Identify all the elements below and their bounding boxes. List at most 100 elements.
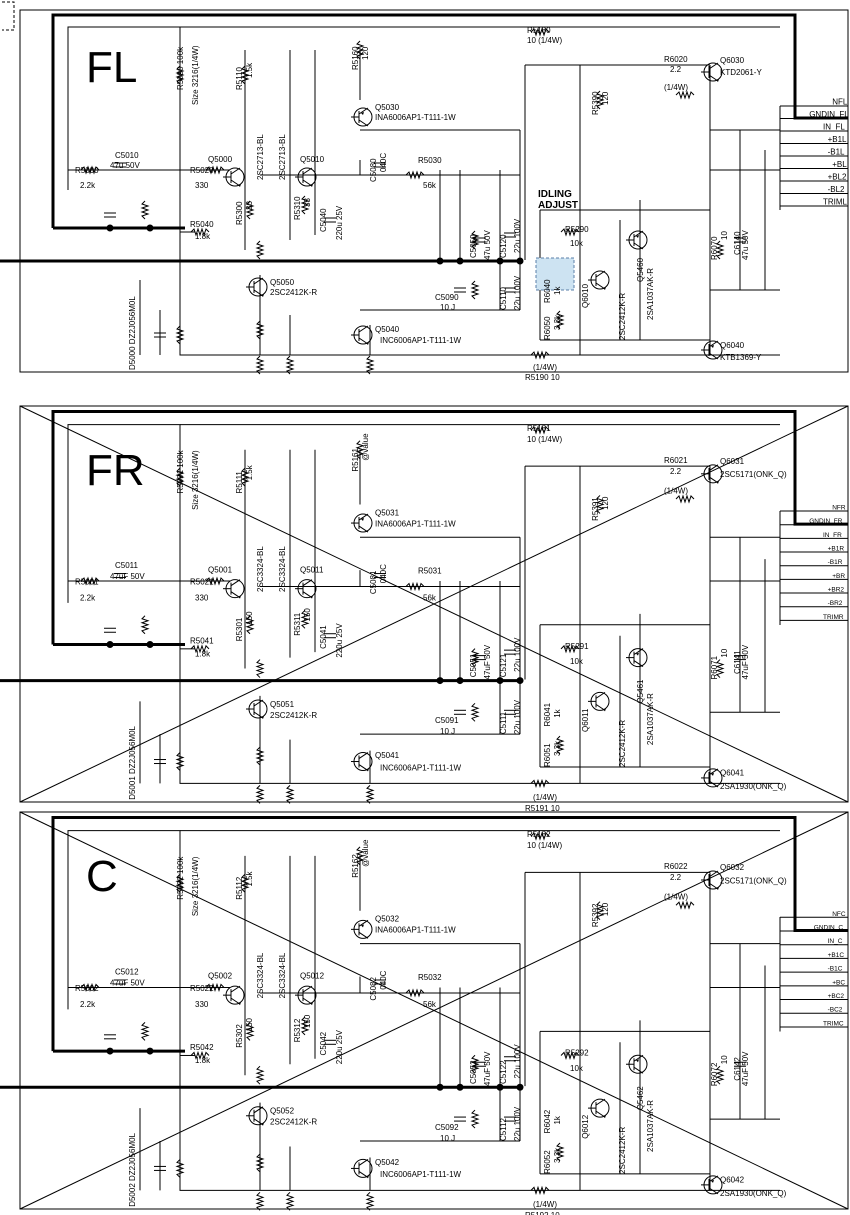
c-in-value: 47uF 50V [110,978,145,987]
c5080-ref: C5082 [369,977,378,1001]
resistor-symbol [255,659,265,678]
resistor-symbol [595,495,605,514]
capacitor-symbol [734,1061,746,1067]
transistor-symbol [701,464,723,484]
r-bot-ref: R5190 10 [525,373,560,382]
transistor-symbol [588,691,610,712]
q-in2-ref: Q5010 [300,155,325,164]
c5120-ref: C5121 [499,653,508,677]
r-top-ref: R5182 [527,830,551,839]
wire [67,26,780,356]
r-4-value: 1.8k [195,232,211,241]
resistor-symbol [405,581,425,592]
wire [230,167,241,175]
connector-label-gndin_c: GNDIN_C [814,924,844,931]
transistor-symbol [351,107,373,127]
r-fb-ref: R5032 [418,973,442,982]
transistor-symbol [588,1098,610,1119]
channel-panel-fl: FLNFLGNDIN_FLIN_FL+B1L-B1L+BL+BL2-BL2TRI… [0,9,849,382]
connector-label--b1l: -B1L [828,148,845,157]
wire [302,985,313,993]
resistor-symbol [240,65,250,85]
resistor-symbol [255,746,265,766]
r-vr-ref: R6051 [543,743,552,767]
q-bias-ref: Q6011 [581,708,590,732]
transistor-symbol [701,1175,723,1195]
emitter-arrow [361,518,364,522]
junction-dot [436,257,444,265]
r-b-value: 330 [195,1000,209,1009]
junction-dot [146,640,154,648]
capacitor-symbol [454,1116,466,1122]
q-bias-value: 2SC2412K-R [618,293,627,340]
resistor-symbol [80,982,100,993]
q-in-ref: Q5002 [208,972,233,981]
idling-adjust-highlight[interactable] [535,257,575,291]
q-cs-value: 2SC2412K-R [270,1118,317,1127]
connector-label-+bc2: +BC2 [828,993,845,1000]
emitter-arrow [603,708,606,712]
r-4-ref: R5042 [190,1043,214,1052]
q-cur-ref: Q5040 [375,325,400,334]
r-4-value: 1.8k [195,650,211,659]
transistor-symbol [223,579,245,599]
emitter-arrow [361,924,364,928]
emitter-arrow [366,768,369,772]
wire [708,62,719,70]
capacitor-symbol [504,1056,516,1062]
emitter-arrow [261,294,264,297]
emitter-arrow [603,1115,606,1119]
q-out1-value: 2SC5171(ONK_Q) [720,876,787,885]
wire [595,270,606,278]
q-in-ref: Q5000 [208,155,233,164]
junction-dot [496,257,504,265]
c5040-ref: C5040 [319,208,328,232]
q-out2-ref: Q6042 [720,1176,745,1185]
connector-label--b1r: -B1R [828,559,843,566]
r5390-ref: R5391 [591,497,600,521]
c5050-value: 47u 50V [483,230,492,260]
transistor-symbol [295,579,317,599]
q-cur-ref: Q5042 [375,1158,400,1167]
r5110-ref: R5111 [235,471,244,494]
c5050-ref: C5051 [469,653,478,677]
q-out1-value: KTD2061-Y [720,68,762,77]
resistor-symbol [140,1021,150,1041]
connector-label-nfc: NFC [832,911,846,918]
wire [358,931,369,939]
r-top-ref: R5181 [527,424,551,433]
c5040-value: 220u 25V [335,205,344,240]
vr-ref: R6040 [543,279,552,303]
r5160-ref: R5162 [351,854,360,878]
c5110-ref: C5111 [499,711,508,734]
wire [51,815,848,1052]
capacitor-symbol [504,287,516,293]
q-cur-value: INC6006AP1-T111-1W [380,763,462,772]
t2-label: 2SC3324-BL [278,952,287,998]
t1-label: 2SC3324-BL [256,546,265,592]
resistor-symbol [245,1021,255,1041]
capacitor-symbol [504,709,516,715]
emitter-arrow [636,235,639,238]
r5160-ref: R5160 [351,46,360,70]
c5120-value: 22u 100V [513,218,522,253]
wire [19,811,849,1210]
r5390-ref: R5392 [591,903,600,927]
q-drv-value: INA6006AP1-T111-1W [375,519,456,528]
vr-value: 1k [553,1115,562,1124]
wire [358,513,369,521]
connector-label-nfr: NFR [832,505,846,512]
r5310-ref: R5312 [293,1018,302,1042]
q-drv-value: INA6006AP1-T111-1W [375,113,456,122]
r-out-power: (1/4W) [664,487,688,496]
resistor-symbol [560,227,580,237]
q-in2-ref: Q5011 [300,565,324,574]
r-fb-value: 56k [423,1000,437,1009]
resistor-symbol [470,1054,480,1074]
resistor-symbol [560,644,580,654]
capacitor-symbol [114,162,126,168]
q-bias-value: 2SC2412K-R [618,720,627,767]
wire [358,752,369,759]
channel-label: C [86,852,118,901]
transistor-symbol [246,277,268,297]
